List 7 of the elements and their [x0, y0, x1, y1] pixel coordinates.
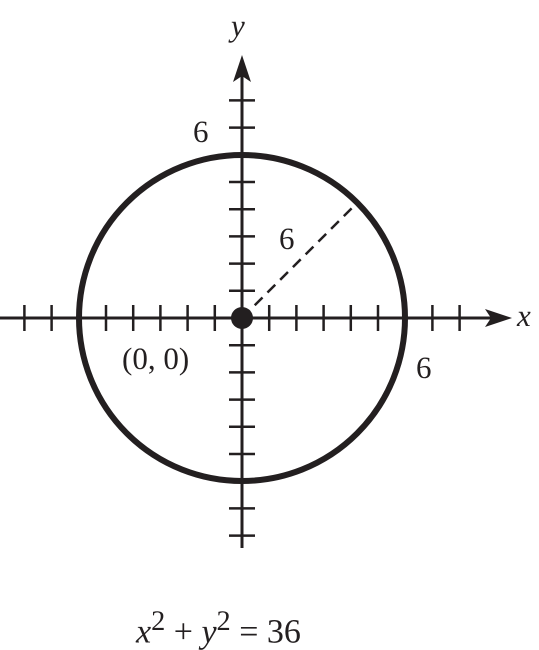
radius-label: 6: [279, 223, 294, 254]
tick-label: 6: [416, 352, 432, 383]
origin-label: (0, 0): [122, 343, 190, 374]
equation-caption: x$^{2}$ + y$^{2}$ = 36: [136, 608, 301, 650]
x-axis-label: x: [517, 300, 531, 331]
tick-label: 6: [193, 116, 208, 147]
y-axis-label: y: [231, 10, 245, 41]
